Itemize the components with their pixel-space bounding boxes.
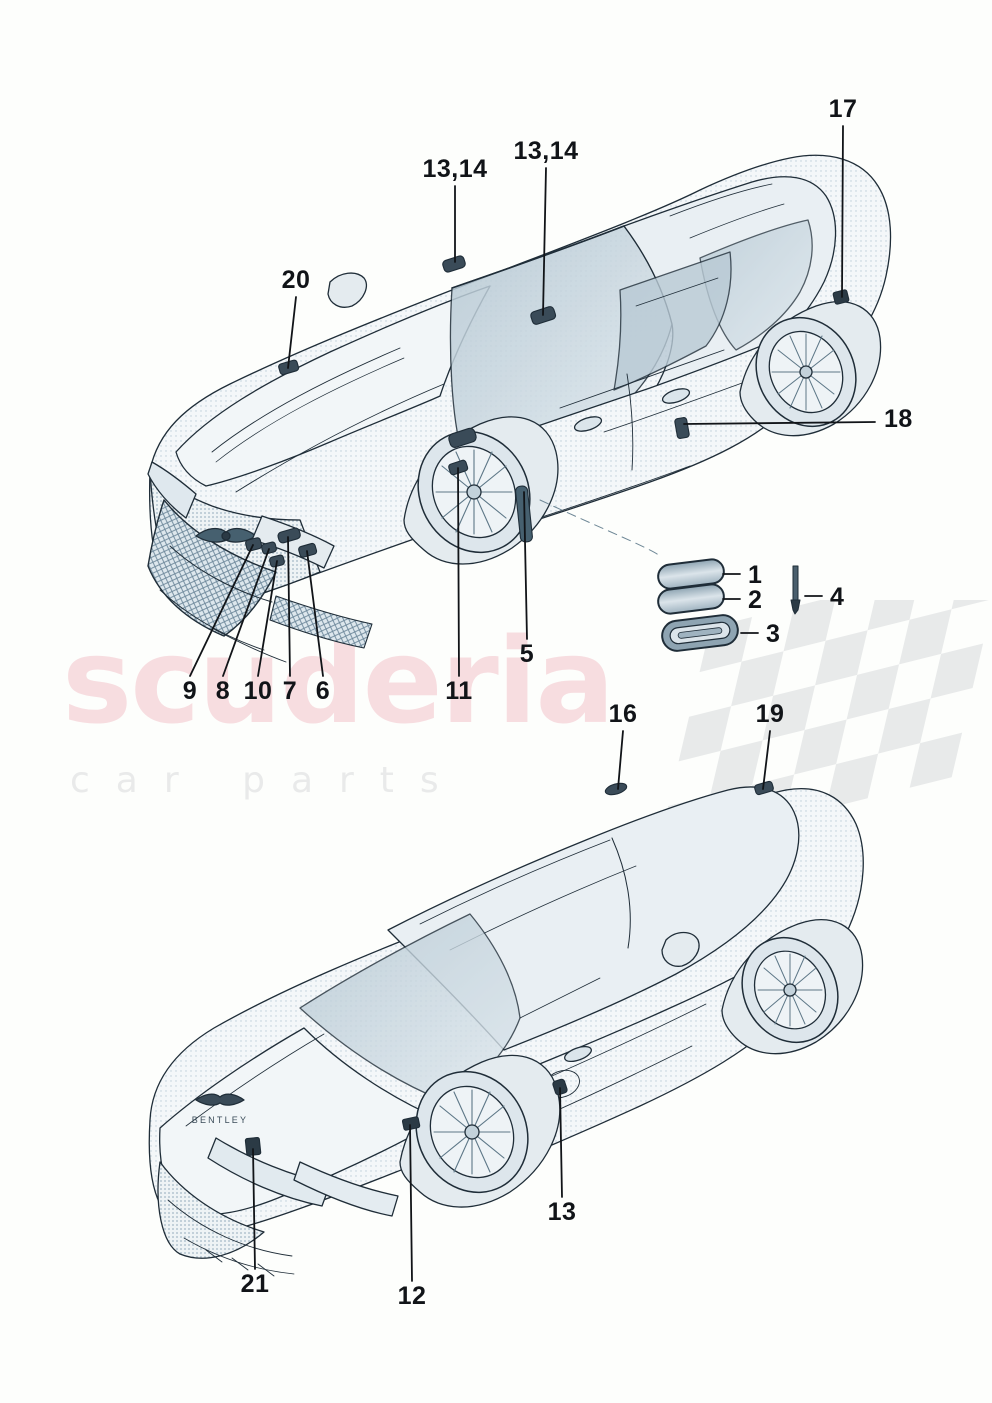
callout-number-5: 5	[519, 640, 535, 668]
marker-cowl	[448, 427, 477, 448]
callout-number-17: 17	[828, 95, 858, 123]
leader-line-c17	[841, 125, 844, 298]
marker-8	[261, 541, 277, 555]
callout-number-20: 20	[281, 266, 311, 294]
callout-leaders	[189, 125, 876, 1282]
leader-line-c13b	[559, 1087, 563, 1198]
marker-13-lower	[552, 1078, 568, 1096]
callout-number-1: 1	[748, 561, 763, 589]
leader-line-c10	[257, 560, 278, 677]
bentley-badge: BENTLEY	[192, 1093, 248, 1125]
callout-number-12: 12	[397, 1282, 427, 1310]
marker-18	[674, 417, 690, 439]
leader-line-c12	[409, 1124, 413, 1282]
vehicle-rear-view: BENTLEY	[148, 780, 864, 1277]
callout-number-8: 8	[215, 677, 231, 705]
marker-6	[298, 542, 318, 558]
leader-line-c19	[762, 730, 771, 790]
watermark-car-parts: car parts	[70, 760, 465, 801]
part-2-strip	[657, 583, 725, 615]
callout-number-13-14: 13,14	[513, 137, 579, 165]
callout-number-11: 11	[445, 677, 473, 705]
part-3-bracket	[661, 614, 739, 652]
leader-line-c21	[252, 1148, 256, 1270]
marker-13-14-a	[442, 255, 466, 273]
marker-7	[277, 527, 301, 544]
callout-number-4: 4	[830, 583, 845, 611]
callout-number-2: 2	[748, 586, 763, 614]
leader-line-c7	[287, 536, 291, 677]
svg-text:BENTLEY: BENTLEY	[192, 1115, 248, 1125]
callout-number-19: 19	[755, 700, 785, 728]
callout-number-21: 21	[240, 1270, 270, 1298]
callout-number-16: 16	[608, 700, 638, 728]
leader-line-c8	[222, 548, 270, 677]
leader-line-c6	[306, 550, 324, 677]
exploded-parts-group	[539, 499, 801, 652]
callout-number-9: 9	[182, 677, 198, 705]
leader-line-c9	[189, 544, 254, 677]
marker-16	[604, 782, 628, 796]
leader-line-c16	[617, 730, 624, 790]
marker-17	[832, 289, 850, 305]
leader-line-c11	[457, 467, 460, 677]
part-4-pin	[790, 565, 801, 615]
vehicle-front-view	[147, 154, 892, 663]
callout-number-18: 18	[884, 405, 913, 433]
callout-number-6: 6	[315, 677, 331, 705]
callout-number-3: 3	[766, 620, 781, 648]
callout-number-10: 10	[243, 677, 273, 705]
leader-line-c20	[287, 296, 297, 369]
callout-number-7: 7	[282, 677, 298, 705]
leader-line-c5	[523, 491, 528, 640]
callout-number-13: 13	[547, 1198, 577, 1226]
leader-line-c18	[683, 421, 876, 425]
leader-line-c14a	[542, 167, 547, 316]
marker-12	[401, 1116, 421, 1131]
callout-number-13-14: 13,14	[422, 155, 488, 183]
